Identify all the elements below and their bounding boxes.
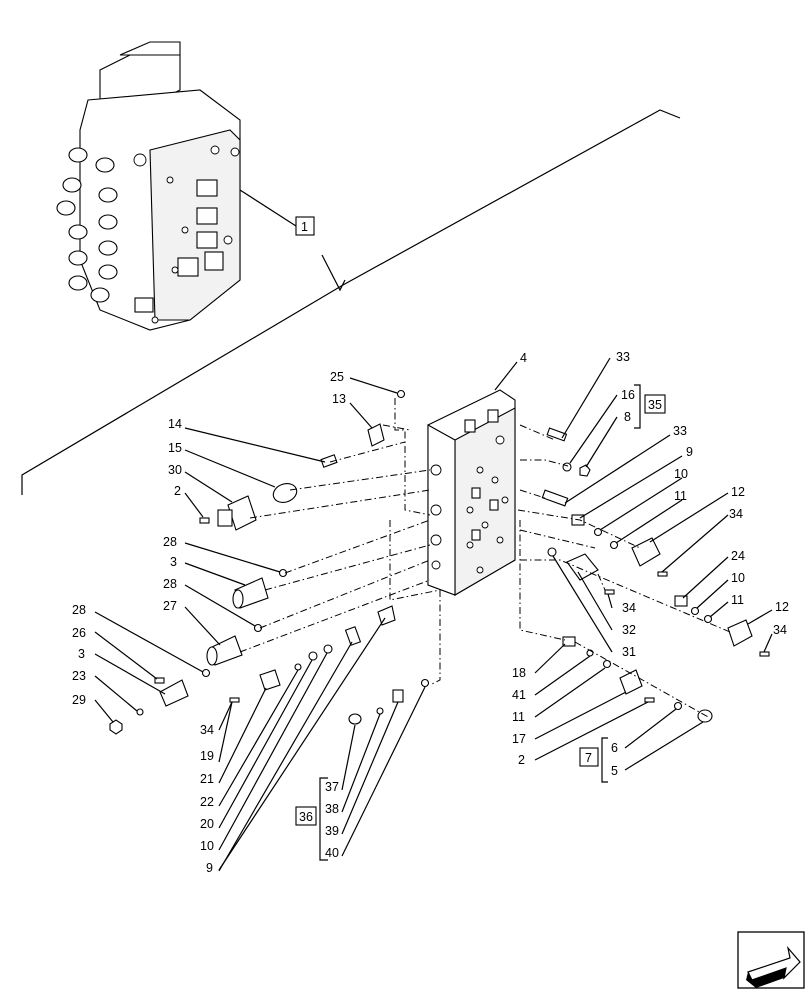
- label-36: 36: [299, 810, 313, 824]
- label-23: 23: [72, 669, 86, 683]
- label-16: 16: [621, 388, 635, 402]
- label-22: 22: [200, 795, 214, 809]
- label-12a: 12: [731, 485, 745, 499]
- label-31: 31: [622, 645, 636, 659]
- label-30: 30: [168, 463, 182, 477]
- callout-box-35: [644, 394, 666, 414]
- label-17: 17: [512, 732, 526, 746]
- label-26: 26: [72, 626, 86, 640]
- label-32: 32: [622, 623, 636, 637]
- label-9b: 9: [686, 445, 693, 459]
- label-37: 37: [325, 780, 339, 794]
- label-27: 27: [163, 599, 177, 613]
- label-34d: 34: [622, 601, 636, 615]
- label-10a: 10: [200, 839, 214, 853]
- label-10b: 10: [674, 467, 688, 481]
- label-2a: 2: [174, 484, 181, 498]
- label-11a: 11: [674, 489, 687, 503]
- label-9a: 9: [206, 861, 213, 875]
- label-33a: 33: [616, 350, 630, 364]
- label-20: 20: [200, 817, 214, 831]
- label-4: 4: [520, 351, 527, 365]
- label-29: 29: [72, 693, 86, 707]
- label-38: 38: [325, 802, 339, 816]
- label-5: 5: [611, 764, 618, 778]
- label-33b: 33: [673, 424, 687, 438]
- label-40: 40: [325, 846, 339, 860]
- label-8: 8: [624, 410, 631, 424]
- label-7: 7: [585, 751, 592, 765]
- label-28a: 28: [163, 535, 177, 549]
- label-14: 14: [168, 417, 182, 431]
- label-28b: 28: [163, 577, 177, 591]
- label-2b: 2: [518, 753, 525, 767]
- label-13: 13: [332, 392, 346, 406]
- callout-box-1: [295, 216, 315, 236]
- label-39: 39: [325, 824, 339, 838]
- next-page-arrow-icon[interactable]: [737, 931, 805, 989]
- label-34c: 34: [773, 623, 787, 637]
- label-3a: 3: [170, 555, 177, 569]
- callout-box-7: [579, 747, 599, 767]
- label-34b: 34: [729, 507, 743, 521]
- label-18: 18: [512, 666, 526, 680]
- label-35: 35: [648, 398, 662, 412]
- label-11c: 11: [512, 710, 525, 724]
- callout-box-36: [295, 806, 317, 826]
- label-41: 41: [512, 688, 526, 702]
- main-valve-body: [427, 389, 516, 596]
- label-1: 1: [301, 220, 308, 234]
- label-24: 24: [731, 549, 745, 563]
- label-19: 19: [200, 749, 214, 763]
- control-valve-assembly-overview: [56, 41, 241, 331]
- label-21: 21: [200, 772, 214, 786]
- label-28c: 28: [72, 603, 86, 617]
- label-11b: 11: [731, 593, 744, 607]
- label-15: 15: [168, 441, 182, 455]
- label-34a: 34: [200, 723, 214, 737]
- label-25: 25: [330, 370, 344, 384]
- label-10c: 10: [731, 571, 745, 585]
- label-12b: 12: [775, 600, 789, 614]
- label-6: 6: [611, 741, 618, 755]
- label-3b: 3: [78, 647, 85, 661]
